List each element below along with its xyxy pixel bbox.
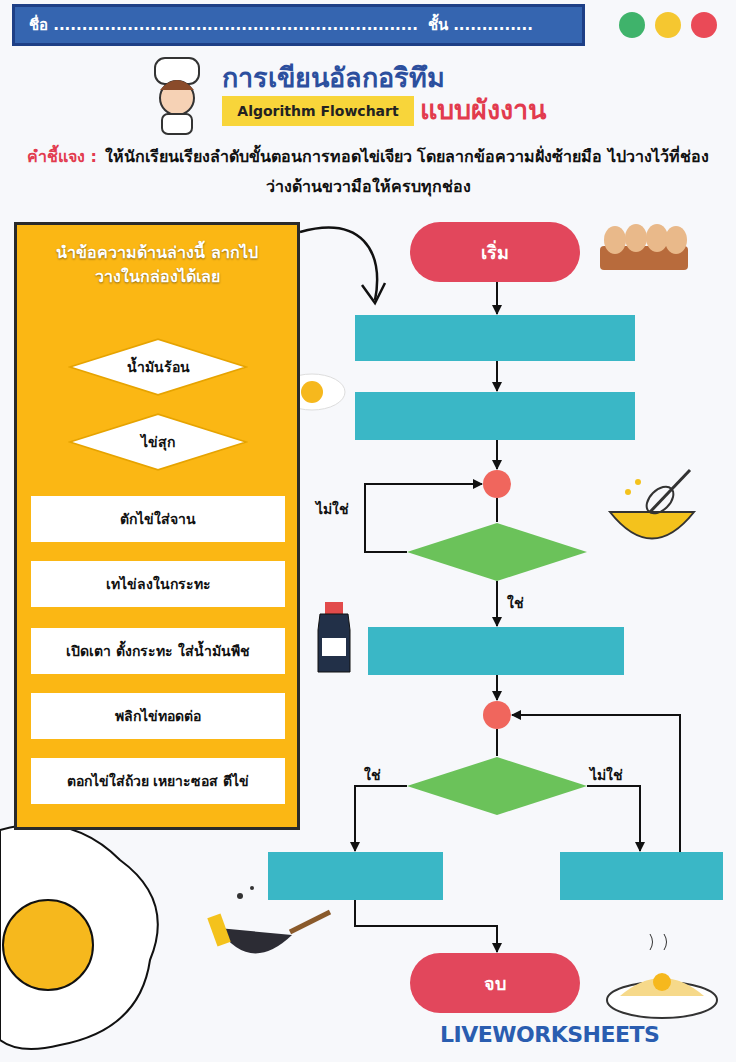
node-text: ชื่อ ...................................… (29, 14, 418, 37)
process-box: ตักไข่ใส่จาน (31, 496, 285, 542)
branch-label: ไม่ใช่ (590, 764, 623, 786)
node-text: ตอกไข่ใส่ถ้วย เหยาะซอส ตีไข่ (61, 769, 256, 794)
node-text: น้ำมันร้อน (121, 355, 196, 380)
node-text: เทไข่ลงในกระทะ (100, 572, 217, 597)
word-bank-panel: นำข้อความด้านล่างนี้ ลากไปวางในกล่องได้เ… (14, 222, 300, 830)
title: การเขียนอัลกอริทึม (222, 56, 445, 99)
node-text: ตักไข่ใส่จาน (114, 507, 202, 532)
end-terminal: จบ (410, 953, 580, 1013)
node-text: จบ (478, 968, 512, 999)
node-text: พลิกไข่ทอดต่อ (109, 704, 207, 729)
process-box: เปิดเตา ตั้งกระทะ ใส่น้ำมันพืช (31, 628, 285, 674)
branch-label: ใช่ (507, 592, 524, 614)
subtitle: แบบผังงาน (420, 88, 546, 131)
node-text: ไข่สุก (135, 430, 181, 455)
name-band: ชื่อ ...................................… (12, 4, 585, 46)
node-text: นำข้อความด้านล่างนี้ ลากไปวางในกล่องได้เ… (47, 239, 267, 291)
decision-diamond: ไข่สุก (68, 413, 248, 471)
instruction-text: ให้นักเรียนเรียงลำดับขั้นตอนการทอดไข่เจี… (105, 147, 709, 196)
node-text: เปิดเตา ตั้งกระทะ ใส่น้ำมันพืช (60, 639, 256, 664)
branch-label: ไม่ใช่ (316, 498, 349, 520)
instruction-heading: คำชี้แจง : (27, 147, 97, 166)
node-text: Algorithm Flowchart (231, 99, 404, 124)
process-box: ตอกไข่ใส่ถ้วย เหยาะซอส ตีไข่ (31, 758, 285, 804)
branch-label: ใช่ (364, 764, 381, 786)
watermark: LIVEWORKSHEETS (440, 1022, 659, 1047)
node-text: เริ่ม (475, 237, 515, 268)
node-text: ชั้น .............. (428, 14, 533, 37)
start-terminal: เริ่ม (410, 222, 580, 282)
process-box: พลิกไข่ทอดต่อ (31, 693, 285, 739)
decision-diamond: น้ำมันร้อน (68, 338, 248, 396)
instruction: คำชี้แจง : ให้นักเรียนเรียงลำดับขั้นตอนกา… (20, 142, 716, 202)
process-box: เทไข่ลงในกระทะ (31, 561, 285, 607)
subtitle-box: Algorithm Flowchart (222, 96, 414, 126)
